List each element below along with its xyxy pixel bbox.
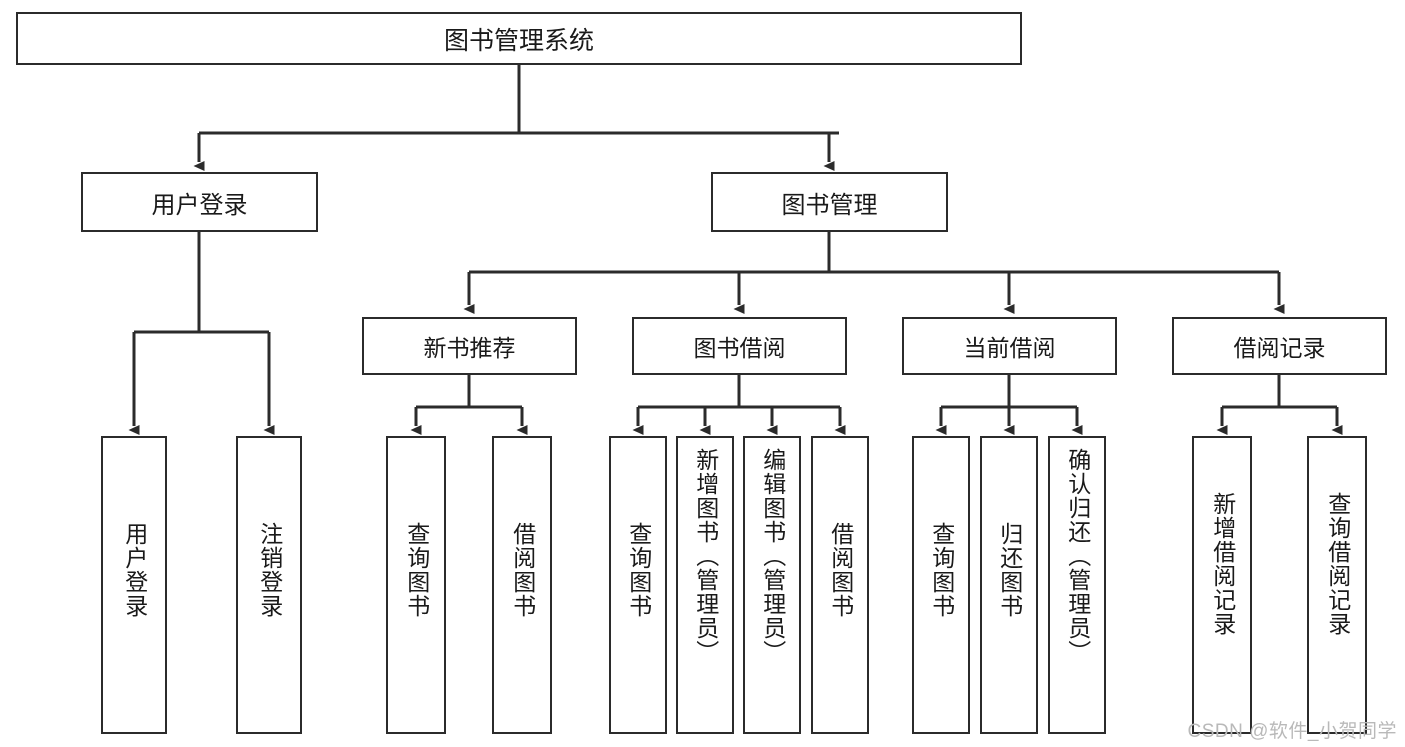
leaf-label: 归还图书 [996,522,1023,618]
node-current-borrow[interactable]: 当前借阅 [902,317,1117,375]
leaf-label: 查询借阅记录 [1324,492,1351,636]
leaf-current-return-book[interactable]: 归还图书 [980,436,1038,734]
leaf-label: 新增图书（管理员） [692,448,719,664]
node-new-book-recommend[interactable]: 新书推荐 [362,317,577,375]
leaf-label: 查询图书 [928,522,955,618]
leaf-label: 确认归还（管理员） [1064,448,1091,664]
leaf-user-login-login[interactable]: 用户登录 [101,436,167,734]
leaf-label: 查询图书 [625,522,652,618]
leaf-borrow-query-book[interactable]: 查询图书 [609,436,667,734]
leaf-new-book-query[interactable]: 查询图书 [386,436,446,734]
leaf-label: 借阅图书 [827,522,854,618]
leaf-user-login-logout[interactable]: 注销登录 [236,436,302,734]
leaf-records-query-record[interactable]: 查询借阅记录 [1307,436,1367,734]
leaf-records-add-record[interactable]: 新增借阅记录 [1192,436,1252,734]
node-label: 图书借阅 [693,335,786,361]
leaf-new-book-borrow[interactable]: 借阅图书 [492,436,552,734]
node-borrow-records[interactable]: 借阅记录 [1172,317,1387,375]
node-book-borrow[interactable]: 图书借阅 [632,317,847,375]
leaf-current-query-book[interactable]: 查询图书 [912,436,970,734]
node-user-login[interactable]: 用户登录 [81,172,318,232]
node-label: 图书管理系统 [443,26,594,55]
leaf-label: 编辑图书（管理员） [759,448,786,664]
leaf-borrow-borrow-book[interactable]: 借阅图书 [811,436,869,734]
leaf-label: 注销登录 [256,522,283,618]
leaf-borrow-add-book-admin[interactable]: 新增图书（管理员） [676,436,734,734]
leaf-borrow-edit-book-admin[interactable]: 编辑图书（管理员） [743,436,801,734]
node-label: 图书管理 [781,191,878,219]
leaf-label: 用户登录 [121,522,148,618]
node-label: 用户登录 [151,191,248,219]
leaf-label: 查询图书 [403,522,430,618]
leaf-label: 新增借阅记录 [1209,492,1236,636]
node-root-system[interactable]: 图书管理系统 [16,12,1022,65]
leaf-label: 借阅图书 [509,522,536,618]
node-book-management[interactable]: 图书管理 [711,172,948,232]
node-label: 当前借阅 [963,335,1056,361]
csdn-watermark: CSDN @软件_小贺同学 [1187,721,1397,742]
node-label: 借阅记录 [1233,335,1326,361]
leaf-current-confirm-return-admin[interactable]: 确认归还（管理员） [1048,436,1106,734]
node-label: 新书推荐 [423,335,516,361]
